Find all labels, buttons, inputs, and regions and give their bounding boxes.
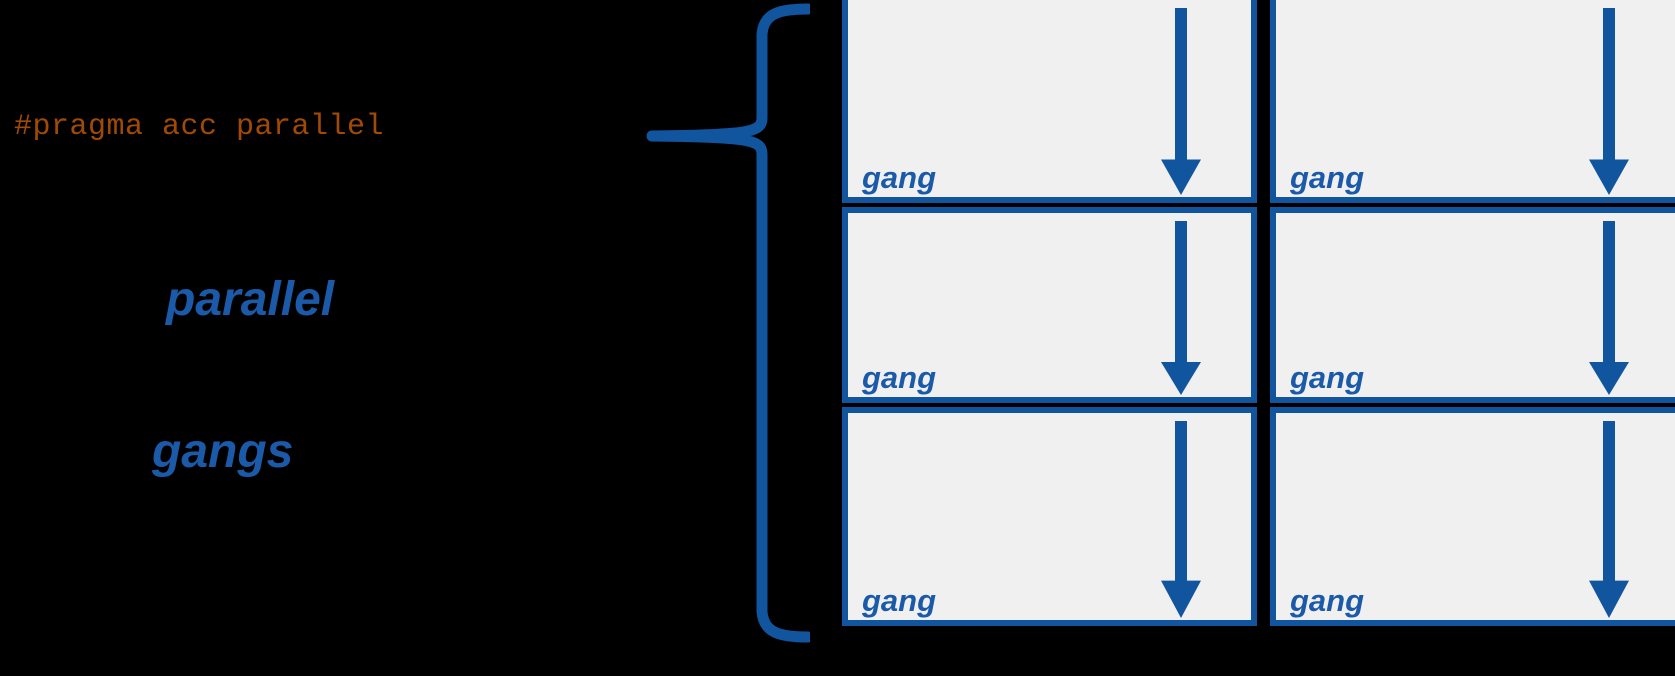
- gang-label: gang: [862, 583, 937, 618]
- gang-label: gang: [1290, 583, 1365, 618]
- gang-label: gang: [862, 360, 937, 395]
- concept-label-parallel: parallel: [166, 273, 335, 326]
- down-arrow-icon: [1161, 421, 1201, 618]
- gang-column-right: gang gang gang: [1270, 0, 1675, 626]
- gang-column-left: gang gang gang: [842, 0, 1257, 626]
- gang-label: gang: [862, 160, 937, 195]
- concept-label-gangs: gangs: [152, 425, 294, 478]
- left-curly-brace-icon: [640, 0, 814, 646]
- down-arrow-icon: [1161, 8, 1201, 195]
- gang-label: gang: [1290, 160, 1365, 195]
- gang-box[interactable]: gang: [842, 207, 1257, 403]
- gang-box[interactable]: gang: [842, 0, 1257, 203]
- gang-label: gang: [1290, 360, 1365, 395]
- gang-box[interactable]: gang: [1270, 207, 1675, 403]
- gang-grid: gang gang gang: [842, 0, 1675, 626]
- gang-box[interactable]: gang: [1270, 407, 1675, 626]
- down-arrow-icon: [1589, 8, 1629, 195]
- gang-box[interactable]: gang: [842, 407, 1257, 626]
- down-arrow-icon: [1589, 221, 1629, 395]
- pragma-code-text: #pragma acc parallel: [14, 110, 385, 144]
- down-arrow-icon: [1161, 221, 1201, 395]
- gang-box[interactable]: gang: [1270, 0, 1675, 203]
- down-arrow-icon: [1589, 421, 1629, 618]
